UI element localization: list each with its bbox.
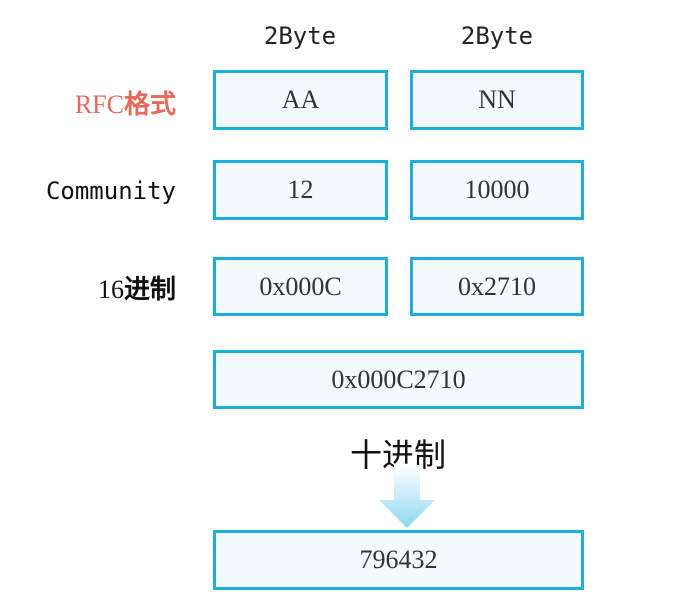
hex-aa-value: 0x000C	[259, 271, 342, 301]
header-byte-2: 2Byte	[460, 22, 534, 50]
combined-hex-box: 0x000C2710	[213, 350, 584, 409]
rfc-format-label: RFC格式	[75, 84, 176, 121]
community-nn-box: 10000	[410, 160, 584, 220]
hex-aa-box: 0x000C	[213, 257, 388, 316]
header-byte-1: 2Byte	[263, 22, 337, 50]
hex-label-cjk: 进制	[123, 275, 176, 305]
hex-label: 16进制	[98, 269, 176, 306]
community-aa-value: 12	[287, 175, 314, 204]
combined-hex-value: 0x000C2710	[331, 364, 466, 394]
community-label: Community	[45, 177, 176, 205]
hex-nn-box: 0x2710	[410, 257, 584, 316]
rfc-label-cjk: 格式	[123, 90, 176, 120]
community-aa-box: 12	[213, 160, 388, 220]
rfc-nn-box: NN	[410, 70, 584, 130]
hex-nn-value: 0x2710	[458, 271, 536, 301]
rfc-aa-value: AA	[281, 85, 320, 114]
result-value: 796432	[359, 545, 438, 574]
rfc-aa-box: AA	[213, 70, 388, 130]
rfc-label-latin: RFC	[74, 90, 124, 119]
down-arrow-icon	[379, 465, 435, 528]
hex-label-num: 16	[97, 275, 124, 304]
rfc-nn-value: NN	[478, 85, 516, 114]
community-nn-value: 10000	[464, 175, 530, 204]
result-box: 796432	[213, 530, 584, 590]
